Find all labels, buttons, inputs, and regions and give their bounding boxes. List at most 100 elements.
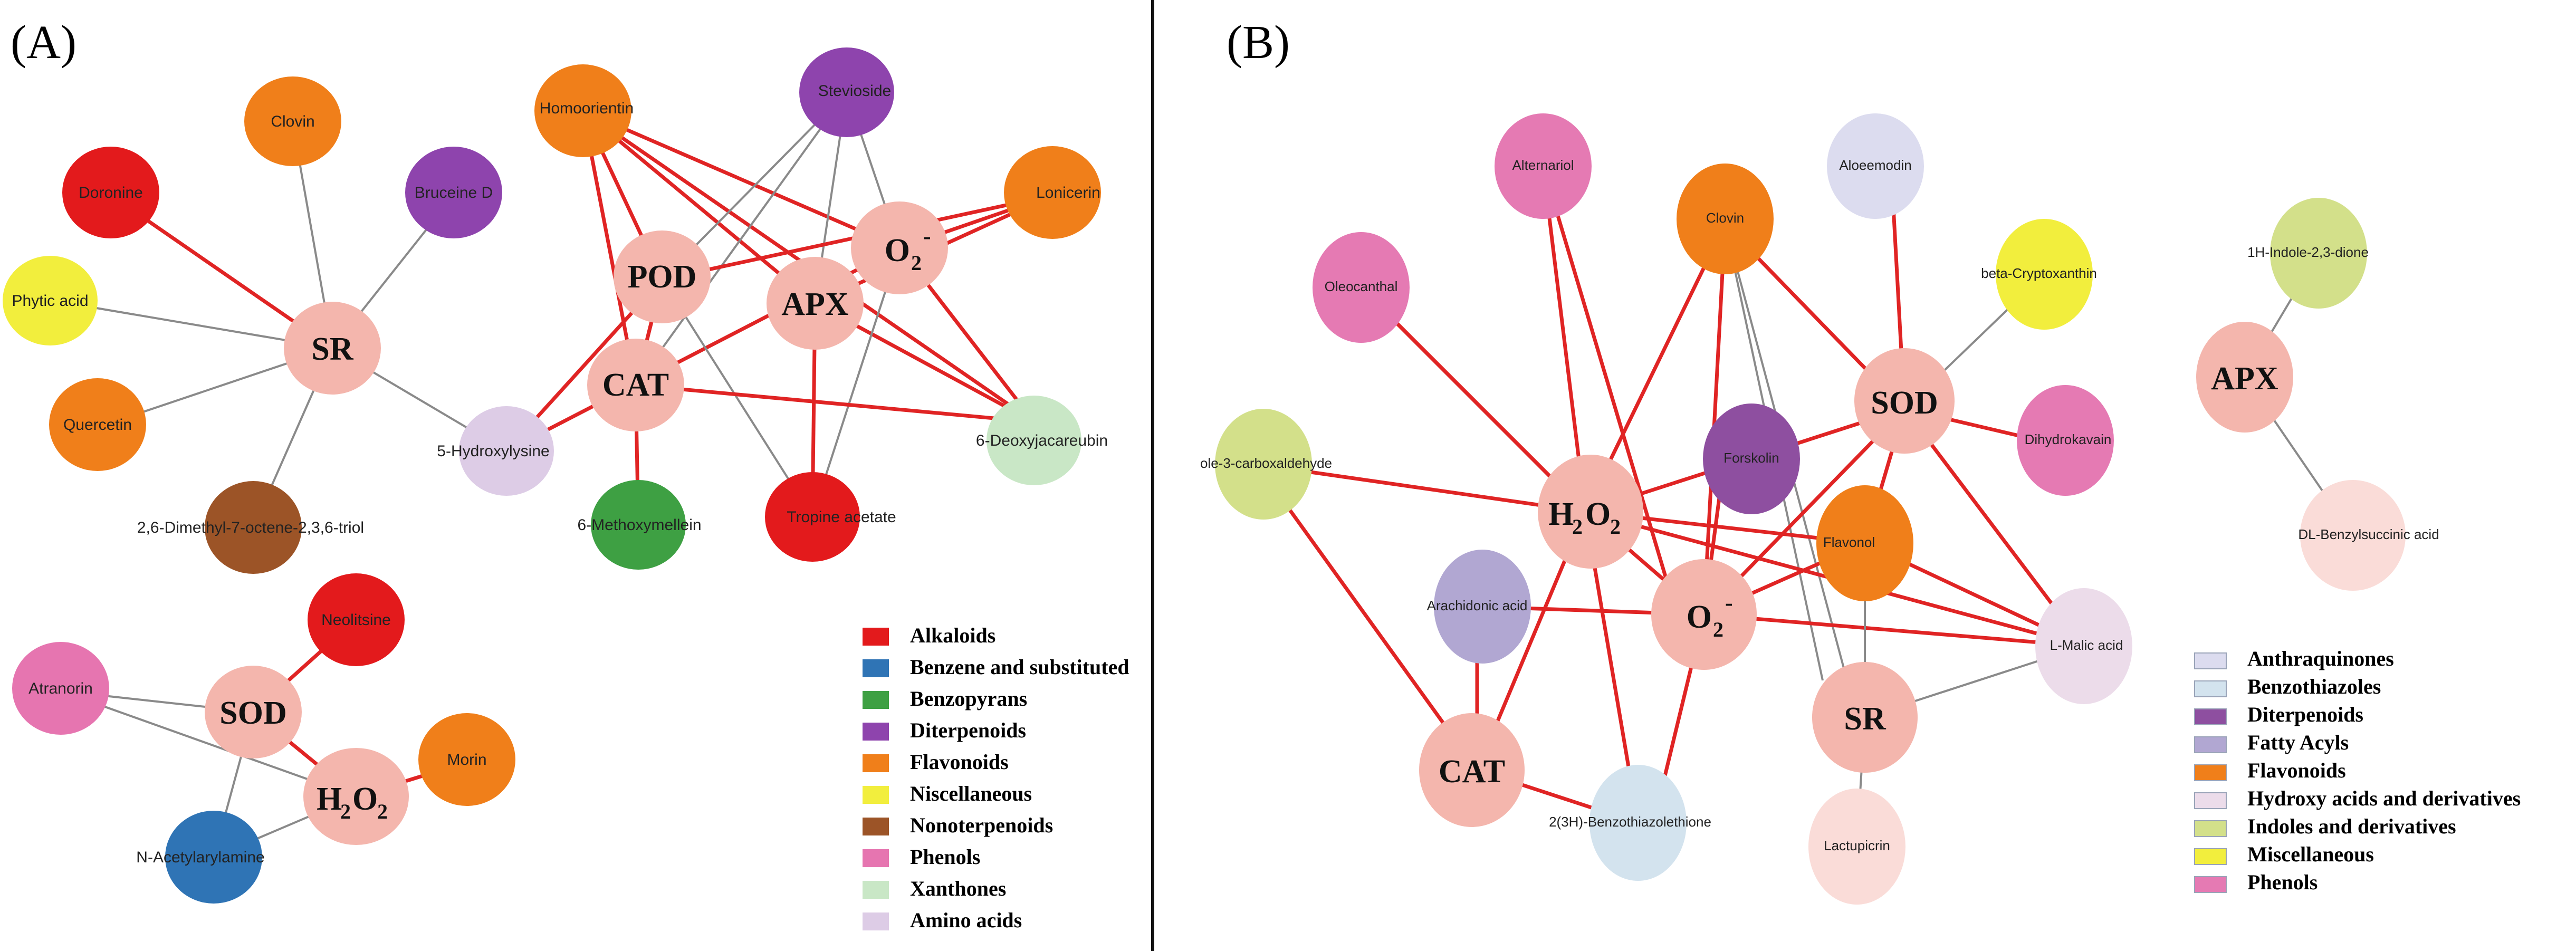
panel-a-node-quercetin: Quercetin — [49, 378, 146, 471]
node-sub: 2 — [1572, 515, 1583, 539]
panel-b-node-aloeemodin: Aloeemodin — [1827, 113, 1924, 219]
node-label: Forskolin — [1723, 450, 1779, 466]
panel-a-node-doronine: Doronine — [62, 147, 159, 238]
legend-a-item-swatch — [863, 786, 889, 804]
panel-b-node-benzothiazolethione: 2(3H)-Benzothiazolethione — [1549, 765, 1711, 881]
legend-b-item-swatch — [2194, 820, 2227, 837]
legend-b-item-label: Phenols — [2247, 870, 2318, 894]
node-label: 6-Methoxymellein — [577, 516, 701, 534]
node-label: L-Malic acid — [2050, 637, 2123, 653]
legend-a-item-label: Benzene and substituted — [910, 655, 1129, 679]
node-sup: - — [923, 223, 931, 249]
panel-a-node-homoorientin: Homoorientin — [534, 64, 634, 157]
node-label: SR — [311, 331, 353, 367]
node-label: Flavonol — [1823, 534, 1875, 550]
node-label: Arachidonic acid — [1427, 598, 1528, 613]
legend-a-item-label: Amino acids — [910, 908, 1022, 932]
node-label: SOD — [219, 695, 286, 731]
node-sub: 2 — [911, 251, 922, 275]
panel-a-node-bruceine-d: Bruceine D — [405, 147, 502, 238]
node-label: CAT — [1439, 754, 1505, 790]
panel-a-node-6-methoxymellein: 6-Methoxymellein — [577, 480, 702, 570]
legend-a-item-label: Diterpenoids — [910, 718, 1026, 742]
edge — [1541, 166, 1587, 512]
legend-b-item-label: Miscellaneous — [2247, 842, 2374, 866]
panel-b-node-indole-3-carboxaldehyde: ole-3-carboxaldehyde — [1200, 409, 1332, 520]
panel-b-node-beta-cryptoxanthin: beta-Cryptoxanthin — [1981, 219, 2097, 330]
legend-b-item-swatch — [2194, 736, 2227, 753]
node-sub: 2 — [1713, 618, 1723, 641]
legend-b-item-label: Benzothiazoles — [2247, 675, 2381, 698]
panel-a-node-neolitsine: Neolitsine — [308, 573, 405, 666]
node-label: Bruceine D — [415, 184, 493, 201]
edge — [582, 109, 901, 250]
legend-a-item-swatch — [863, 754, 889, 772]
legend-a-item-label: Niscellaneous — [910, 782, 1032, 805]
legend-b-item-label: Anthraquinones — [2247, 647, 2394, 670]
edge — [635, 91, 848, 386]
panel-a-node-pod: POD — [614, 230, 711, 323]
node-label: Doronine — [79, 184, 143, 201]
panel-a-node-h2o2: H 2 O 2 — [303, 748, 409, 845]
edge — [581, 109, 817, 305]
node-sub: 2 — [340, 800, 351, 823]
node-label: Clovin — [271, 113, 314, 130]
panel-b-node-1h-indole-2-3-dione: 1H-Indole-2,3-dione — [2247, 198, 2369, 309]
legend-a-item-swatch — [863, 818, 889, 835]
panel-b-node-sod: SOD — [1854, 348, 1955, 454]
edge — [661, 278, 813, 518]
node-label: O — [885, 233, 910, 268]
panel-b-node-oleocanthal: Oleocanthal — [1313, 232, 1410, 343]
panel-a-node-tropine-acetate: Tropine acetate — [765, 472, 896, 562]
legend-b-item-label: Hydroxy acids and derivatives — [2247, 786, 2521, 810]
panel-b-node-forskolin: Forskolin — [1703, 404, 1800, 514]
legend-b-item-swatch — [2194, 652, 2227, 669]
panel-b-node-h2o2: H 2 O 2 — [1538, 455, 1643, 569]
legend-a-item-swatch — [863, 723, 889, 741]
node-label: Oleocanthal — [1325, 278, 1398, 294]
edge — [635, 383, 1035, 424]
node-label: APX — [781, 286, 849, 322]
legend-a-item-label: Alkaloids — [910, 623, 995, 647]
node-label: H — [1548, 496, 1574, 532]
legend-b-item-swatch — [2194, 848, 2227, 865]
node-label: H — [317, 781, 342, 817]
panel-b-node-apx: APX — [2196, 322, 2293, 433]
node-label: Morin — [447, 751, 486, 769]
panel-b-node-dihydrokavain: Dihydrokavain — [2017, 385, 2114, 496]
legend-b-item-label: Diterpenoids — [2247, 703, 2363, 726]
panel-a-node-atranorin: Atranorin — [12, 642, 109, 735]
legend-b-item-label: Indoles and derivatives — [2247, 814, 2456, 838]
node-label: 5-Hydroxylysine — [437, 443, 549, 460]
node-label: DL-Benzylsuccinic acid — [2298, 526, 2439, 542]
legend-a-item-swatch — [863, 849, 889, 867]
node-label: Lonicerin — [1036, 184, 1100, 201]
panel-a-node-o2: O 2 - — [851, 201, 948, 294]
legend-b-item-label: Flavonoids — [2247, 758, 2346, 782]
panel-b-node-cat: CAT — [1419, 713, 1525, 827]
node-sup: - — [1725, 590, 1733, 616]
node-label: Atranorin — [28, 680, 93, 697]
node-label: SOD — [1871, 385, 1938, 421]
panel-a-node-5-hydroxylysine: 5-Hydroxylysine — [437, 406, 554, 496]
legend-a-item-label: Nonoterpenoids — [910, 813, 1053, 837]
node-label: 1H-Indole-2,3-dione — [2247, 244, 2369, 260]
legend-a-item-swatch — [863, 628, 889, 646]
node-label: N-Acetylarylamine — [136, 849, 264, 866]
legend-a-item-label: Flavonoids — [910, 750, 1009, 774]
node-label: Alternariol — [1512, 157, 1574, 173]
panel-b-edges — [1255, 165, 2354, 844]
legend-a-item-label: Phenols — [910, 845, 980, 869]
panel-a-node-cat: CAT — [587, 339, 684, 431]
node-label: Phytic acid — [12, 292, 88, 310]
node-label: Lactupicrin — [1824, 838, 1890, 853]
panel-a-node-clovin: Clovin — [244, 76, 341, 166]
legend-b-item-swatch — [2194, 764, 2227, 781]
panel-b-node-o2: O 2 - — [1651, 559, 1757, 670]
panel-a-node-6-deoxyjacareubin: 6-Deoxyjacareubin — [976, 396, 1108, 485]
node-sub: 2 — [377, 800, 388, 823]
panel-a-node-phytic-acid: Phytic acid — [3, 256, 98, 345]
node-label: 6-Deoxyjacareubin — [976, 432, 1108, 449]
node-label: Neolitsine — [321, 611, 391, 629]
